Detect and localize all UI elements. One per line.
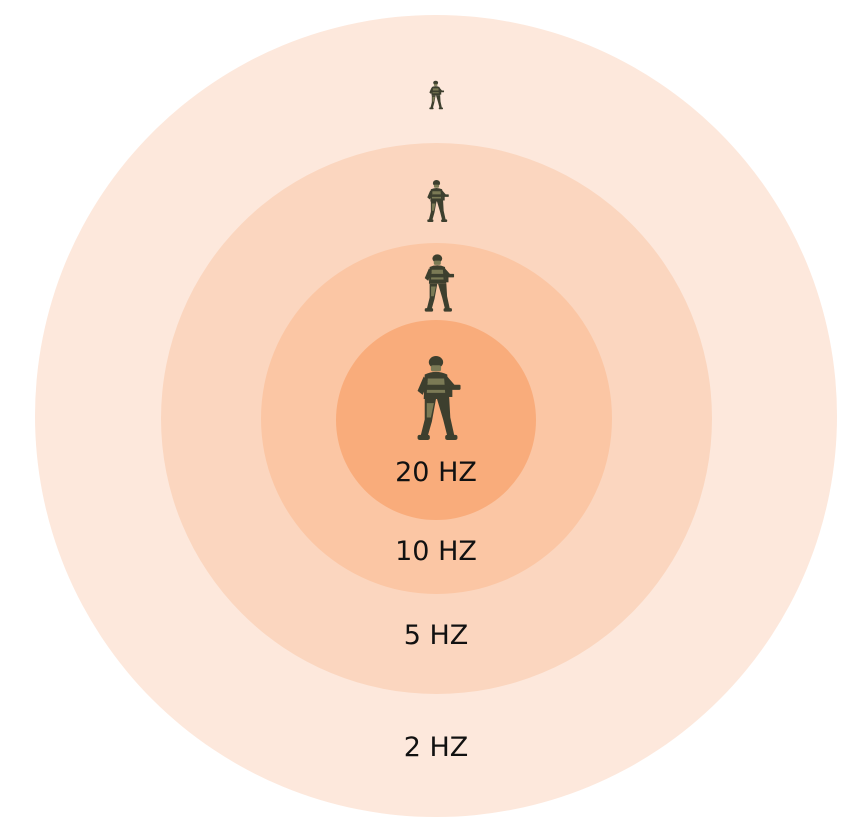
soldier-icon: [420, 253, 456, 313]
label-2hz: 2 HZ: [403, 732, 469, 763]
soldier-icon: [423, 179, 451, 223]
label-5hz: 5 HZ: [403, 620, 469, 651]
soldier-icon: [426, 80, 446, 110]
label-20hz: 20 HZ: [395, 457, 477, 488]
label-10hz: 10 HZ: [395, 536, 477, 567]
soldier-icon: [411, 354, 463, 442]
ring-20hz: [336, 320, 536, 520]
